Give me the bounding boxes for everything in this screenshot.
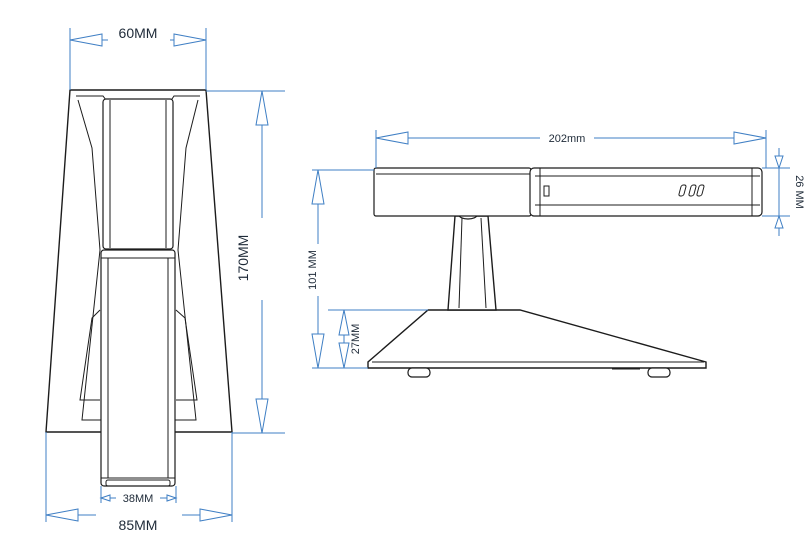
front-right-wing	[175, 309, 198, 401]
arrow-down	[338, 342, 350, 369]
dim-inner-width-label: 38MM	[123, 493, 154, 505]
arrow-up	[311, 169, 325, 205]
side-foot	[407, 367, 431, 378]
arrow-left	[45, 508, 79, 522]
side-base-plate	[367, 309, 707, 369]
side-vent-slots	[678, 184, 705, 197]
side-neck	[447, 215, 497, 311]
arrow-up	[255, 90, 269, 126]
front-dimensions: 60MM 170MM 38MM 85MM	[45, 25, 285, 533]
front-left-wing	[79, 309, 101, 401]
arrow-down	[255, 398, 269, 434]
arrow-right	[166, 494, 178, 502]
front-column-upper	[102, 98, 174, 250]
arrow-left	[69, 33, 103, 47]
side-view	[367, 167, 763, 378]
dim-head-thickness-label: 26 MM	[793, 175, 805, 209]
arrow-up	[774, 214, 784, 229]
dim-top-width-label: 60MM	[119, 25, 158, 41]
dim-height-label: 170MM	[235, 235, 251, 282]
side-foot	[647, 367, 671, 378]
side-arm-head	[529, 167, 763, 217]
front-column-lower	[100, 249, 176, 487]
front-view	[45, 89, 233, 487]
arrow-right	[173, 33, 207, 47]
side-arm-body	[373, 167, 532, 217]
dim-length-label: 202mm	[549, 133, 586, 145]
arrow-up	[338, 309, 350, 336]
arrow-right	[199, 508, 233, 522]
arrow-left	[99, 494, 111, 502]
arrow-down	[311, 333, 325, 369]
arrow-left	[375, 131, 409, 145]
dim-base-height-label: 27MM	[350, 324, 362, 355]
side-dimensions: 202mm 26 MM 101 MM 27MM	[307, 130, 805, 369]
dim-base-width-label: 85MM	[119, 517, 158, 533]
arrow-right	[733, 131, 767, 145]
arrow-down	[774, 155, 784, 170]
dim-total-height-label: 101 MM	[307, 250, 319, 290]
